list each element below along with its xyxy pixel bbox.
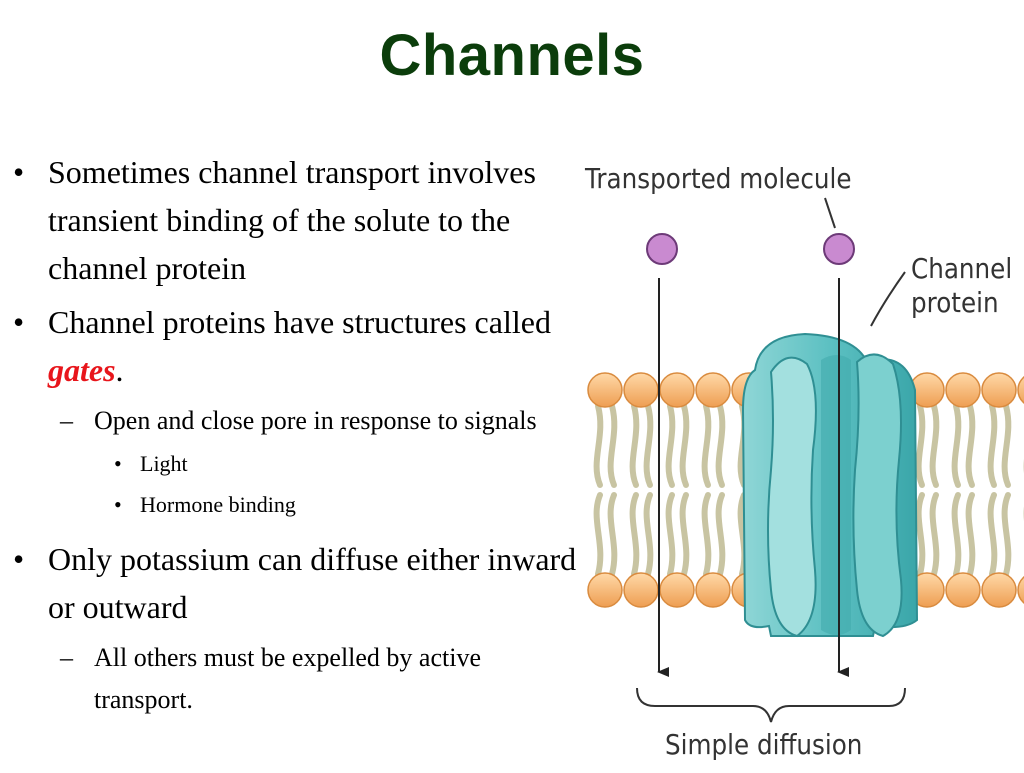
lipid-tail — [715, 492, 726, 577]
sub-bullet-text: Open and close pore in response to signa… — [94, 406, 537, 435]
lipid-tail — [951, 492, 962, 577]
label-channel: Channel — [911, 252, 1013, 285]
slide-title: Channels — [379, 23, 645, 88]
bullet-item: • Sometimes channel transport involves t… — [0, 148, 585, 292]
bullet-marker: • — [13, 154, 25, 190]
phospholipid-head — [981, 572, 1017, 608]
phospholipid-head — [623, 372, 659, 408]
phospholipid-head — [587, 372, 623, 408]
lipid-tail — [965, 492, 976, 577]
sub-sub-bullet-text: Light — [140, 451, 188, 476]
lipid-tail — [679, 492, 690, 577]
sub-sub-bullet-text: Hormone binding — [140, 492, 296, 517]
phospholipid-head — [945, 572, 981, 608]
lipid-tail — [607, 492, 618, 577]
phospholipid-head — [659, 572, 695, 608]
phospholipid-head — [1017, 376, 1024, 404]
phospholipid-head — [587, 572, 623, 608]
lipid-tail — [629, 403, 640, 488]
lipid-tail — [1001, 403, 1012, 488]
bullet-text-end: . — [115, 352, 124, 388]
channel-subunit-left — [767, 356, 817, 638]
diffusion-brace — [636, 687, 906, 723]
bullet-text: Channel proteins have structures called — [48, 304, 551, 340]
bullet-marker: • — [114, 492, 122, 517]
lipid-tail — [715, 403, 726, 488]
label-protein: protein — [911, 286, 999, 319]
lipid-tail — [629, 492, 640, 577]
phospholipid-head — [695, 372, 731, 408]
phospholipid-head — [981, 372, 1017, 408]
lipid-tail — [665, 403, 676, 488]
lipid-tail — [643, 492, 654, 577]
lipid-tail — [701, 492, 712, 577]
phospholipid-head — [1017, 576, 1024, 604]
lipid-tail — [643, 403, 654, 488]
transported-molecule — [823, 233, 855, 265]
bullet-marker: • — [13, 541, 25, 577]
channel-pore — [821, 355, 851, 635]
lipid-tail — [987, 492, 998, 577]
lipid-tail — [607, 403, 618, 488]
lipid-tail — [1001, 492, 1012, 577]
channel-subunit-right — [852, 353, 903, 638]
bullet-marker: • — [13, 304, 25, 340]
channel-diagram: Transported molecule Channel protein Sim… — [575, 150, 1024, 768]
bullet-marker: • — [114, 451, 122, 476]
phospholipid-head — [945, 372, 981, 408]
lipid-tail — [593, 403, 604, 488]
molecule-pointer-line — [824, 197, 836, 229]
channel-diagram-svg — [587, 197, 1024, 723]
phospholipid-head — [659, 372, 695, 408]
transported-molecule — [646, 233, 678, 265]
sub-sub-bullet-item: • Light — [0, 446, 585, 482]
lipid-tail — [915, 403, 926, 488]
bullet-item: • Only potassium can diffuse either inwa… — [0, 535, 585, 631]
channel-protein — [741, 332, 919, 638]
sub-bullet-item: – Open and close pore in response to sig… — [0, 400, 585, 442]
channel-pointer-line — [870, 271, 906, 327]
bullet-text: Sometimes channel transport involves tra… — [48, 154, 536, 286]
lipid-tail — [593, 492, 604, 577]
lipid-tail — [915, 492, 926, 577]
lipid-tail — [679, 403, 690, 488]
label-transported-molecule: Transported molecule — [585, 162, 852, 195]
bullet-text: Only potassium can diffuse either inward… — [48, 541, 577, 625]
label-simple-diffusion: Simple diffusion — [665, 728, 863, 761]
lipid-tail — [701, 403, 712, 488]
phospholipid-head — [695, 572, 731, 608]
lipid-tail — [929, 492, 940, 577]
phospholipid-head — [623, 572, 659, 608]
sub-sub-bullet-item: • Hormone binding — [0, 487, 585, 523]
lipid-tail — [965, 403, 976, 488]
bullet-item: • Channel proteins have structures calle… — [0, 298, 585, 394]
dash-marker: – — [60, 643, 73, 672]
sub-bullet-text: All others must be expelled by active tr… — [94, 643, 482, 714]
gates-emphasis: gates — [48, 352, 116, 388]
lipid-tail — [929, 403, 940, 488]
sub-bullet-item: – All others must be expelled by active … — [0, 637, 585, 721]
bullet-list: • Sometimes channel transport involves t… — [0, 148, 585, 725]
lipid-tail — [987, 403, 998, 488]
lipid-tail — [951, 403, 962, 488]
lipid-tail — [665, 492, 676, 577]
dash-marker: – — [60, 406, 73, 435]
